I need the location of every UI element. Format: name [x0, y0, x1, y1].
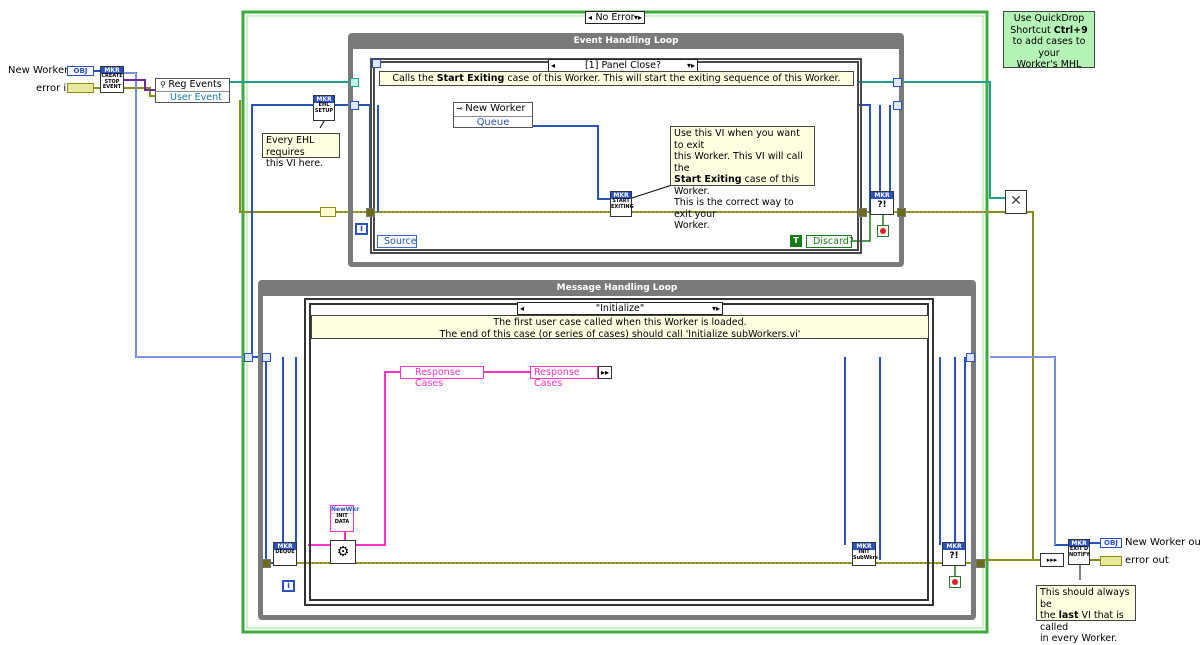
new-worker-header: ⊸ New Worker	[454, 103, 532, 117]
ehl-error-tunnel-left	[366, 208, 375, 217]
ehl-title: Event Handling Loop	[573, 36, 679, 46]
new-worker-in-terminal[interactable]: OBJ	[67, 66, 94, 76]
init-subworkers-vi[interactable]: MKR INIT SubWkrs	[852, 542, 878, 566]
true-constant[interactable]: T	[790, 235, 802, 247]
mhl-description: The first user case called when this Wor…	[311, 315, 929, 340]
create-stop-event-vi[interactable]: MKR CREATE STOP EVENT	[100, 66, 124, 93]
event-source-node: Source	[377, 235, 417, 248]
message-handling-loop: Message Handling Loop	[258, 280, 976, 620]
register-events-node[interactable]: ⚲ Reg Events User Event	[155, 78, 230, 103]
response-cases-input: Response Cases	[400, 366, 484, 389]
mhl-case-structure	[304, 298, 934, 606]
mhl-stop-terminal	[949, 576, 961, 588]
merge-errors-node[interactable]: ▸▸▸	[1040, 553, 1064, 567]
ehl-event-tunnel	[350, 78, 359, 87]
case-prev-icon[interactable]: ◂	[588, 13, 593, 22]
exit-note: Use this VI when you want to exit this W…	[670, 126, 815, 231]
discard-node: Discard?	[806, 235, 854, 248]
ehl-right-shift-register	[893, 101, 902, 110]
gear-icon[interactable]: ⚙	[330, 540, 356, 564]
error-constant[interactable]	[320, 207, 336, 217]
new-worker-out-terminal[interactable]: OBJ	[1100, 538, 1122, 548]
ehl-left-shift-register	[350, 101, 359, 110]
last-vi-note: This should always be the last VI that i…	[1036, 585, 1136, 644]
new-worker-in-label: New Worker in	[8, 65, 81, 76]
mhl-case-selector[interactable]: ◂ "Initialize" ▾▸	[517, 302, 723, 315]
mhl-error-tunnel-left	[262, 559, 271, 568]
mhl-left-tunnel	[244, 353, 253, 362]
reg-events-item: User Event	[170, 92, 222, 103]
dequeue-vi[interactable]: MKR DEQUE	[273, 542, 297, 566]
event-handling-loop: Event Handling Loop	[348, 33, 904, 267]
case-next-icon[interactable]: ▾▸	[633, 13, 642, 22]
question-icon: ?!	[949, 551, 959, 561]
quickdrop-note: Use QuickDrop Shortcut Ctrl+9 to add cas…	[1003, 11, 1095, 70]
mhl-title: Message Handling Loop	[556, 283, 678, 293]
error-in-label: error in	[36, 83, 73, 94]
error-out-terminal[interactable]	[1100, 556, 1122, 566]
mhl-right-shift-register	[966, 353, 975, 362]
response-cases-output: Response Cases	[530, 366, 598, 389]
ehl-note: Every EHL requires this VI here.	[262, 133, 340, 169]
ehl-stop-check-vi[interactable]: MKR ?!	[870, 191, 894, 215]
ehl-prev-icon[interactable]: ◂	[551, 61, 556, 70]
ehl-right-tunnel-top	[893, 78, 902, 87]
event-icon: ⚲	[160, 80, 169, 89]
ehl-stop-terminal	[877, 225, 889, 237]
response-cases-tunnel-icon: ▸▸	[598, 366, 612, 379]
ehl-description: Calls the Start Exiting case of this Wor…	[379, 71, 854, 86]
exit-notify-vi[interactable]: MKR EXIT'D NOTIFY	[1068, 539, 1090, 565]
mhl-left-shift-register	[262, 353, 271, 362]
queue-item: Queue	[476, 117, 510, 128]
reg-events-header: ⚲ Reg Events	[156, 79, 229, 92]
ehl-dynamic-event-terminal	[372, 59, 381, 68]
outer-case-selector[interactable]: ◂ No Error ▾▸	[585, 11, 645, 24]
key-icon: ⊸	[456, 104, 466, 113]
mhl-prev-icon[interactable]: ◂	[520, 304, 525, 313]
error-in-terminal[interactable]	[67, 83, 94, 93]
ehl-error-tunnel-right	[858, 208, 867, 217]
ehl-error-tunnel-out	[897, 208, 906, 217]
mhl-next-icon[interactable]: ▾▸	[711, 304, 720, 313]
ehl-next-icon[interactable]: ▾▸	[686, 61, 695, 70]
question-icon: ?!	[877, 200, 887, 210]
new-worker-out-label: New Worker out	[1125, 537, 1200, 548]
new-worker-unbundle[interactable]: ⊸ New Worker Queue	[453, 102, 533, 128]
mhl-stop-check-vi[interactable]: MKR ?!	[942, 542, 966, 566]
error-out-label: error out	[1125, 555, 1169, 566]
mhl-error-tunnel-right	[976, 559, 985, 568]
init-data-vi[interactable]: NewWkr INIT DATA	[330, 505, 359, 532]
ehl-iteration-terminal: i	[355, 223, 368, 235]
mhl-iteration-terminal: i	[282, 580, 295, 592]
start-exiting-vi[interactable]: MKR START EXITING	[610, 191, 634, 217]
destroy-event-icon[interactable]: ✕	[1005, 190, 1027, 214]
ehl-setup-vi[interactable]: MKR EHL SETUP	[313, 95, 335, 121]
